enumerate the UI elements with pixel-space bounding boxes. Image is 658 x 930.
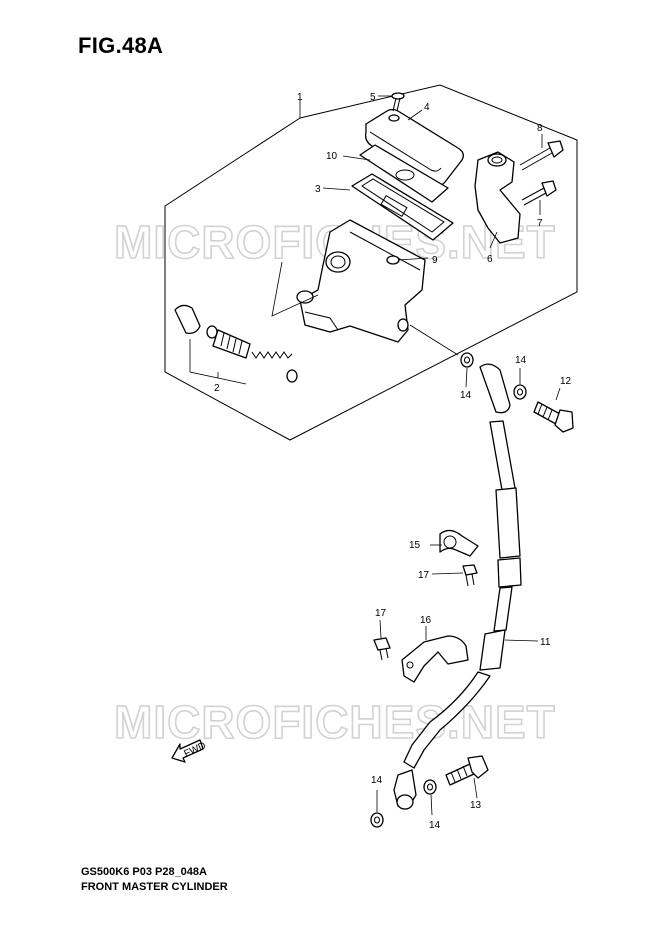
callout-13: 13 (470, 800, 482, 811)
brake-hose (393, 363, 522, 810)
figure-name: FRONT MASTER CYLINDER (81, 881, 228, 893)
holder-clamp (474, 151, 521, 244)
figure-code: GS500K6 P03 P28_048A (81, 866, 207, 878)
leader-lines (322, 95, 561, 816)
callout-15: 15 (409, 540, 421, 551)
watermark-lower: MICROFICHES.NET (114, 696, 556, 748)
callout-14c: 14 (371, 775, 383, 786)
callout-5: 5 (370, 92, 376, 103)
callout-14a: 14 (460, 390, 472, 401)
reservoir-diaphragm (351, 173, 454, 241)
master-cylinder-body (296, 219, 426, 343)
callout-6: 6 (487, 254, 493, 265)
callout-16: 16 (420, 615, 432, 626)
callout-2: 2 (214, 383, 220, 394)
callout-11: 11 (540, 637, 551, 648)
assembly-boundary (164, 84, 578, 441)
diaphragm-plate (359, 144, 449, 203)
callout-8: 8 (537, 123, 543, 134)
callout-10: 10 (326, 151, 338, 162)
callout-4: 4 (424, 102, 430, 113)
union-bolt-upper (533, 401, 574, 433)
clamp-bolt-short (521, 180, 557, 206)
figure-title: FIG.48A (78, 33, 164, 58)
gasket-washer-3 (370, 812, 384, 828)
callout-14d: 14 (429, 820, 441, 831)
reservoir-cap (364, 108, 464, 187)
callout-7: 7 (537, 218, 543, 229)
callout-3: 3 (315, 184, 321, 195)
callout-14b: 14 (515, 355, 527, 366)
cap-screw (391, 92, 405, 112)
bracket-bolt-lower (373, 637, 391, 661)
callout-12: 12 (560, 376, 572, 387)
gasket-washer-4 (423, 779, 437, 795)
gasket-washer-1 (460, 352, 474, 368)
union-bolt-lower (445, 755, 489, 786)
gasket-washer-2 (513, 384, 527, 400)
callout-17b: 17 (375, 608, 387, 619)
callout-1: 1 (297, 92, 303, 103)
bracket-bolt-upper (462, 564, 478, 587)
callout-labels: 1 2 3 4 5 6 7 8 9 10 11 12 13 14 14 14 1… (214, 92, 572, 831)
bleed-plug (386, 255, 400, 265)
piston-kit (174, 304, 298, 385)
callout-17a: 17 (418, 570, 430, 581)
hose-guide-bracket (401, 635, 469, 683)
hose-clamp-upper (439, 529, 479, 557)
clamp-bolt-long (519, 140, 564, 171)
callout-9: 9 (432, 255, 438, 266)
